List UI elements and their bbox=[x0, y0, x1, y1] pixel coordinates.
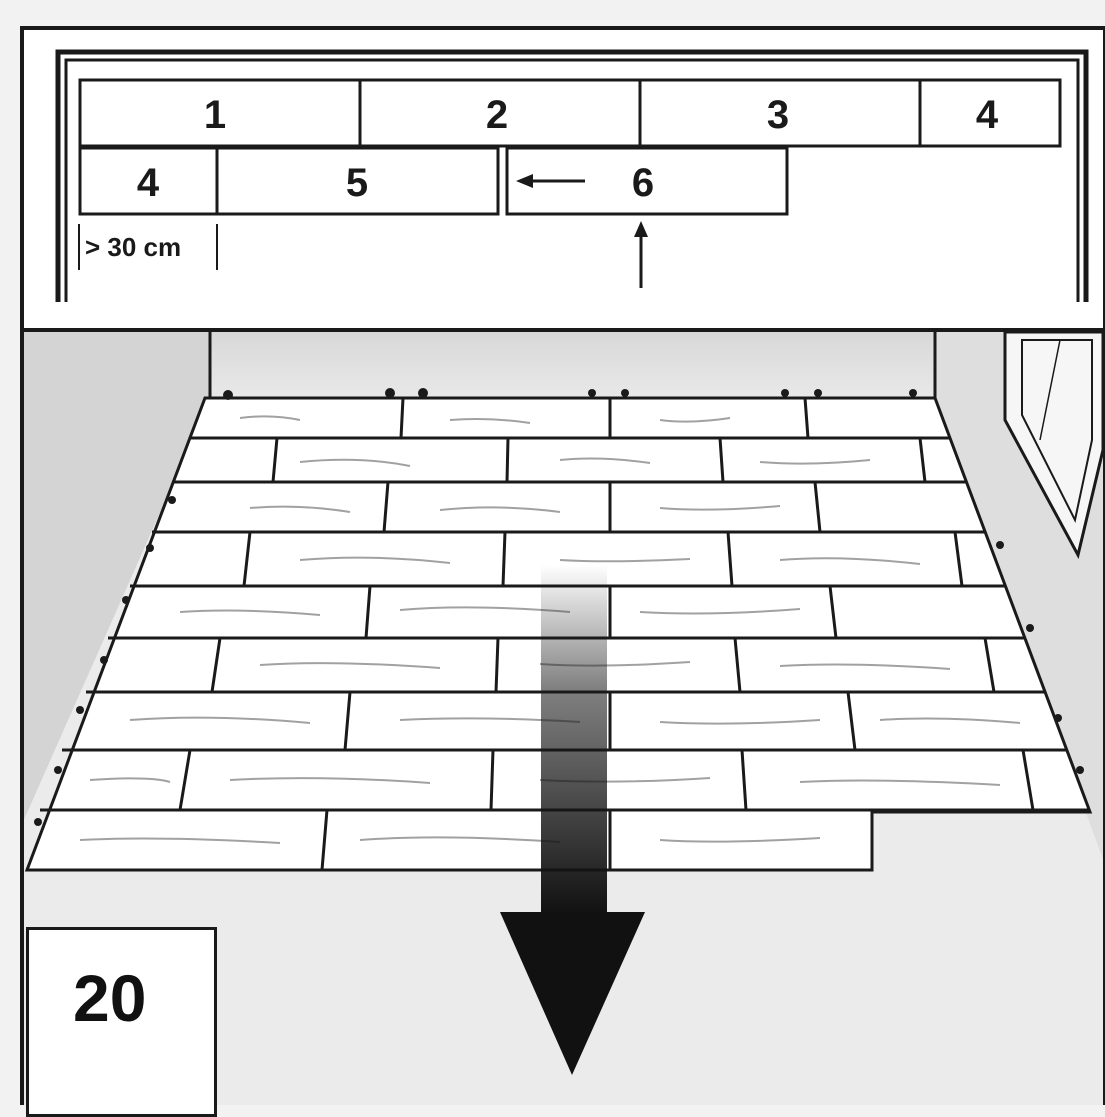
plank-label-3: 3 bbox=[767, 93, 789, 137]
plank-row-2: 4 5 6 bbox=[80, 148, 787, 214]
offset-label: > 30 cm bbox=[85, 232, 181, 262]
plank-label-4: 4 bbox=[976, 93, 999, 137]
plank-label-1: 1 bbox=[204, 93, 226, 137]
plank-label-6: 6 bbox=[632, 161, 654, 205]
plank-label-4b: 4 bbox=[137, 161, 160, 205]
plank-label-2: 2 bbox=[486, 93, 508, 137]
step-number-box: 20 bbox=[26, 927, 217, 1117]
plank-label-5: 5 bbox=[346, 161, 368, 205]
step-number: 20 bbox=[73, 960, 146, 1036]
plank-row-1: 1 2 3 4 bbox=[80, 80, 1060, 146]
